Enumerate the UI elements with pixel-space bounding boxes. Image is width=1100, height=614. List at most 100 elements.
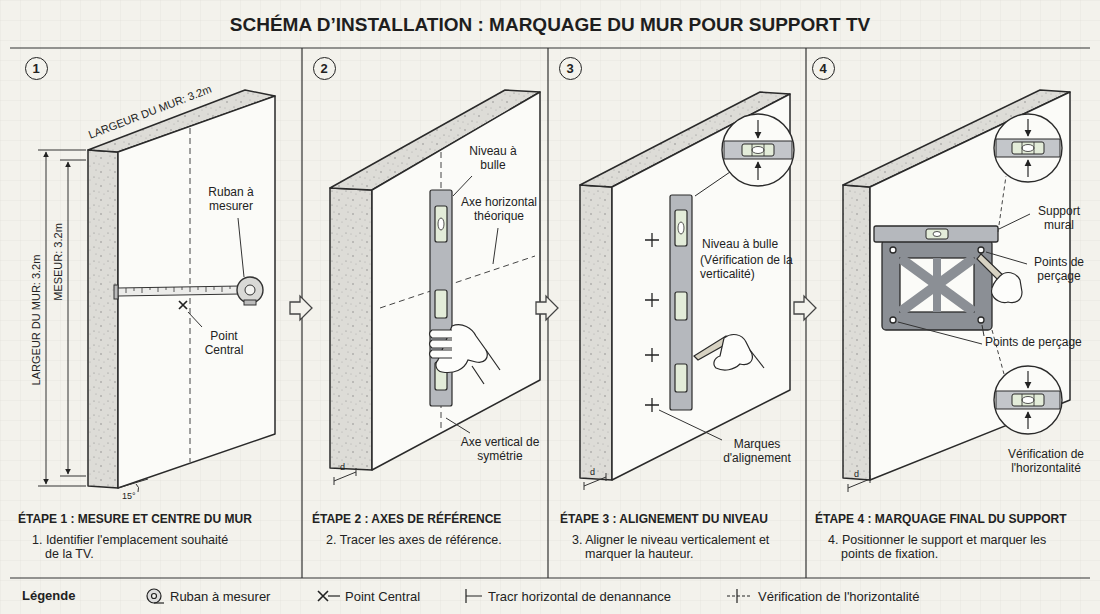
hand-pencil <box>977 254 1022 303</box>
leader-line <box>659 410 722 440</box>
part-note: (Vérification de la verticalité) <box>700 254 796 282</box>
step-number-circle: 3 <box>559 57 582 80</box>
hand <box>430 325 501 384</box>
step-number: 2 <box>320 62 327 75</box>
part-label: Vérification de l'horizontalité <box>1000 448 1092 476</box>
spirit-level <box>670 195 692 410</box>
part-label: Niveau à bulle <box>462 145 524 173</box>
spirit-level <box>675 292 687 320</box>
wall-mount <box>890 317 896 323</box>
leader-line <box>188 312 202 327</box>
part-label: Axe vertical de symétrie <box>458 436 542 464</box>
step-heading: ÉTAPE 2 : AXES DE RÉFÉRENCE <box>312 513 501 527</box>
wall-mount <box>933 232 941 237</box>
step-instruction: 4. Positionner le support et marquer les… <box>828 533 1066 562</box>
magnifier-callout <box>1022 142 1034 154</box>
angle-label: 15° <box>122 491 136 501</box>
tape-measure <box>114 277 263 305</box>
center-point-mark <box>179 301 187 309</box>
legend-sample <box>328 595 340 596</box>
legend-entry: Vérification de l'horizontalité <box>758 589 919 604</box>
magnifier-callout <box>996 139 1060 157</box>
wall-slab <box>330 188 372 470</box>
legend-sample <box>147 589 161 603</box>
wall-mount <box>874 226 998 330</box>
magnifier-callout <box>1027 160 1028 177</box>
tape-measure <box>126 286 230 293</box>
step-number-circle: 2 <box>313 57 336 80</box>
frame-lines <box>10 48 1090 578</box>
magnifier-callout <box>722 114 794 186</box>
part-label: Niveau à bulle <box>702 238 778 252</box>
magnifier-callout <box>752 144 764 156</box>
spirit-level <box>678 222 684 234</box>
magnifier-callout <box>1022 145 1034 152</box>
dimension-label: LARGEUR DU MUR: 3.2m <box>87 83 214 142</box>
magnifier-callout <box>1027 371 1028 388</box>
magnifier-callout <box>752 147 764 154</box>
part-label: Marques d'alignement <box>718 438 796 466</box>
legend-sample <box>318 591 328 601</box>
legend-sample <box>154 602 164 603</box>
step-arrow <box>794 296 816 320</box>
spirit-level <box>430 190 452 406</box>
step-number-circle: 1 <box>25 57 48 80</box>
leader-line <box>898 322 982 344</box>
part-label: Points de perçage <box>1030 256 1088 284</box>
step-heading: ÉTAPE 1 : MESURE ET CENTRE DU MUR <box>18 513 252 527</box>
wall-mount <box>978 247 984 253</box>
dimension-label: d <box>854 469 859 479</box>
dimension-label: MESEUR: 3.2m <box>52 223 65 301</box>
dimension-line <box>38 486 86 487</box>
part-label: Axe horizontal théorique <box>456 196 542 224</box>
step-arrow <box>536 296 558 320</box>
wall-slab <box>580 185 612 480</box>
diagram-title: SCHÉMA D’INSTALLATION : MARQUAGE DU MUR … <box>0 14 1100 36</box>
tape-measure <box>244 300 256 305</box>
magnifier-callout <box>1027 412 1028 429</box>
spirit-level <box>675 210 687 246</box>
magnifier-callout <box>724 141 792 159</box>
leader-line <box>453 176 472 196</box>
leader-line <box>238 218 244 277</box>
leader-line <box>898 214 1030 344</box>
step-number-circle: 4 <box>812 57 835 80</box>
magnifier-callout <box>994 366 1062 434</box>
magnifier-callout <box>1012 394 1044 406</box>
dimension-label: d <box>590 467 595 477</box>
step-heading: ÉTAPE 3 : ALIGNEMENT DU NIVEAU <box>560 513 768 527</box>
alignment-mark <box>645 233 659 412</box>
legend-sample <box>147 589 751 603</box>
wall-mount <box>900 258 974 312</box>
tape-measure <box>118 286 240 296</box>
dimension-label: LARGEUR DU MUR: 3.2m <box>30 255 43 386</box>
step-number: 1 <box>32 62 39 75</box>
tape-measure <box>114 285 118 299</box>
frame-lines <box>10 577 1090 578</box>
magnifier-callout <box>994 114 1062 182</box>
magnifier-callout <box>994 366 1062 434</box>
step-arrow <box>290 296 312 320</box>
wall-mount <box>978 317 984 323</box>
wall-mount <box>890 247 896 253</box>
part-label: Ruban à mesurer <box>200 186 262 214</box>
step-instruction: 2. Tracer les axes de référence. <box>326 533 544 547</box>
spirit-level <box>438 218 444 230</box>
legend-entry: Ruban à mesurer <box>170 589 270 604</box>
magnifier-callout <box>757 162 758 180</box>
magnifier-callout <box>996 391 1060 409</box>
reference-axis <box>380 256 535 308</box>
magnifier-callout <box>757 120 758 138</box>
frame-lines <box>10 47 1090 48</box>
leader-line <box>999 214 1030 229</box>
part-label: Points de perçage <box>985 336 1082 350</box>
step-number: 3 <box>566 62 573 75</box>
legend-sample <box>152 594 157 599</box>
step-instruction: 1. Identifier l'emplacement souhaité de … <box>32 533 235 562</box>
reference-axis <box>380 152 535 432</box>
leader-line <box>188 218 244 327</box>
hand <box>472 350 500 384</box>
leader-line <box>986 252 1027 264</box>
hand <box>430 330 453 358</box>
